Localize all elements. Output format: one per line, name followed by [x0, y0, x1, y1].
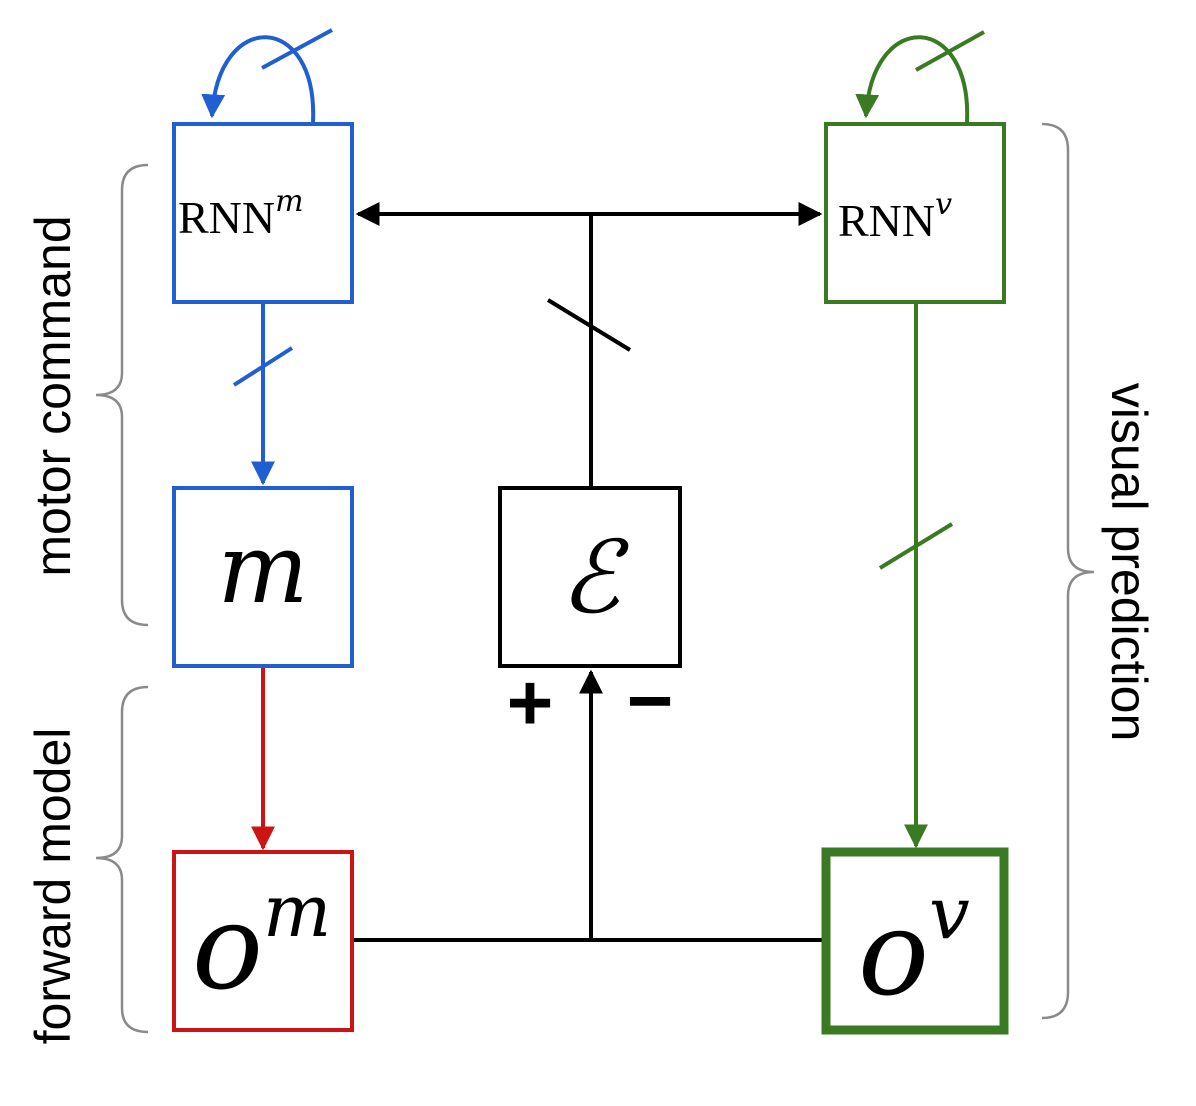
error-box — [498, 486, 682, 668]
rnn-m-to-m-slash — [232, 346, 294, 387]
rnn-v-loop-slash — [915, 30, 985, 72]
visual-path — [855, 30, 985, 849]
rnn-v-label: RNNv — [838, 187, 952, 246]
motor-command-brace — [95, 163, 149, 627]
om-box — [172, 850, 354, 1032]
forward-model-label: forward model — [25, 728, 81, 1045]
rnn-m-box — [172, 122, 354, 304]
rnn-m-recurrent-loop — [201, 35, 316, 123]
motor-path — [201, 28, 333, 486]
motor-command-label: motor command — [25, 215, 81, 576]
rnn-v-box — [824, 122, 1006, 304]
forward-model-brace — [95, 685, 149, 1034]
rnn-v-recurrent-loop — [855, 35, 970, 123]
error-symbol: ℰ — [560, 519, 630, 636]
rnn-m-loop-slash — [261, 28, 333, 70]
error-slash-mark — [546, 298, 632, 352]
visual-prediction-label: visual prediction — [1101, 383, 1157, 742]
m-box — [172, 486, 354, 668]
braces — [95, 122, 1095, 1034]
m-symbol: m — [217, 513, 308, 625]
ov-label: ov — [858, 871, 970, 1022]
plus-sign: + — [507, 658, 554, 747]
rnn-v-to-ov-slash — [878, 522, 954, 570]
visual-prediction-brace — [1041, 122, 1095, 1020]
error-connectors — [352, 202, 823, 942]
ov-box — [821, 847, 1009, 1035]
om-label: om — [192, 869, 331, 1016]
rnn-m-label: RNNm — [178, 184, 304, 243]
minus-sign: − — [627, 656, 674, 745]
